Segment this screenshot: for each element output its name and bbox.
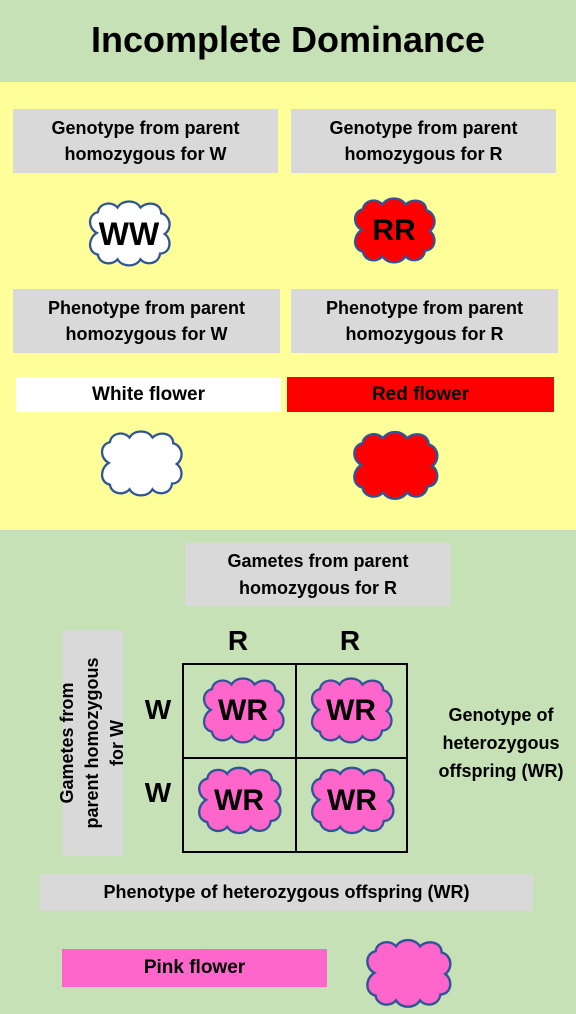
punnett-cell-3: WR [192, 763, 286, 839]
cloud-icon [366, 938, 452, 1008]
white-flower-cloud [95, 424, 187, 504]
punnett-grid [182, 663, 408, 853]
genotype-rr-cloud: RR [348, 192, 440, 270]
pink-flower-text: Pink flower [143, 957, 246, 978]
offspring-genotype-note: Genotype of heterozygous offspring (WR) [438, 705, 564, 781]
genotype-ww-cloud: WW [83, 196, 175, 272]
punnett-cell-1: WR [197, 673, 289, 749]
page-title: Incomplete Dominance [90, 19, 486, 60]
genotype-ww-text: WW [98, 215, 160, 252]
genotype-r-label: Genotype from parent homozygous for R [291, 109, 556, 173]
phenotype-r-label: Phenotype from parent homozygous for R [291, 289, 558, 353]
grid-divider-horizontal [184, 757, 406, 759]
row-allele-1: W [144, 694, 172, 725]
offspring-phenotype-label-text: Phenotype of heterozygous offspring (WR) [103, 882, 470, 903]
white-flower-bar: White flower [16, 377, 281, 412]
punnett-cell-3-text: WR [214, 784, 264, 817]
punnett-cell-4-text: WR [327, 784, 377, 817]
red-flower-text: Red flower [371, 383, 470, 405]
genotype-rr-text: RR [372, 214, 416, 247]
genotype-r-label-text: Genotype from parent homozygous for R [329, 117, 518, 164]
punnett-cell-2: WR [305, 673, 397, 749]
white-flower-text: White flower [92, 383, 205, 405]
phenotype-w-label: Phenotype from parent homozygous for W [13, 289, 280, 353]
punnett-cell-2-text: WR [326, 694, 376, 727]
phenotype-w-label-text: Phenotype from parent homozygous for W [47, 297, 246, 344]
phenotype-r-label-text: Phenotype from parent homozygous for R [325, 297, 524, 344]
row-allele-2: W [144, 777, 172, 808]
red-flower-cloud [347, 426, 443, 506]
gametes-w-label: Gametes from parent homozygous for W [57, 630, 128, 856]
red-flower-bar: Red flower [287, 377, 554, 412]
col-allele-2: R [339, 625, 361, 656]
pink-flower-cloud [360, 934, 456, 1014]
punnett-cell-4: WR [305, 763, 399, 839]
cloud-icon [100, 430, 183, 497]
genotype-w-label-text: Genotype from parent homozygous for W [51, 117, 240, 164]
genotype-w-label: Genotype from parent homozygous for W [13, 109, 278, 173]
punnett-cell-1-text: WR [218, 694, 268, 727]
gametes-r-label-text: Gametes from parent homozygous for R [227, 551, 409, 598]
gametes-w-label-text: Gametes from parent homozygous for W [57, 657, 128, 829]
gametes-r-label: Gametes from parent homozygous for R [185, 543, 451, 606]
offspring-phenotype-label: Phenotype of heterozygous offspring (WR) [40, 874, 533, 911]
cloud-icon [353, 430, 439, 500]
pink-flower-bar: Pink flower [62, 949, 327, 987]
col-allele-1: R [227, 625, 249, 656]
